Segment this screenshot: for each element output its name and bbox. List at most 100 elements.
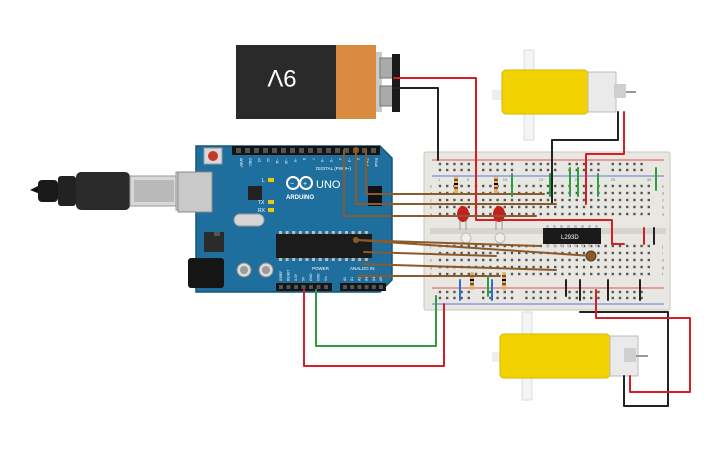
header-pin[interactable]	[308, 148, 313, 153]
header-pin[interactable]	[299, 148, 304, 153]
wire-brown	[365, 149, 545, 195]
breadboard-row-letter: h	[662, 258, 664, 263]
push-button[interactable]	[460, 232, 472, 244]
wire-red	[595, 289, 691, 393]
header-pin[interactable]	[316, 285, 321, 289]
power-pin-label: RESET	[287, 270, 291, 281]
breadboard-column-number: 1	[438, 177, 441, 182]
breadboard-row-letter: e	[430, 184, 433, 189]
digital-header-label: DIGITAL (PWM~)	[316, 166, 351, 171]
analog-pin-label: A1	[350, 277, 354, 281]
header-pin[interactable]	[362, 148, 367, 153]
header-pin[interactable]	[245, 148, 250, 153]
led-label-rx: RX	[258, 208, 266, 214]
power-pin-label: 3.3V	[294, 273, 298, 281]
svg-text:+: +	[303, 181, 307, 188]
header-pin[interactable]	[326, 148, 331, 153]
header-pin[interactable]	[290, 148, 295, 153]
power-pin-label: GND	[317, 273, 321, 281]
breadboard-row-letter: j	[661, 244, 663, 249]
header-pin[interactable]	[343, 285, 347, 289]
header-pin[interactable]	[317, 148, 322, 153]
breadboard-row-letter: a	[430, 212, 433, 217]
header-pin[interactable]	[254, 148, 259, 153]
wire-green	[315, 289, 437, 347]
breadboard-row-letter: i	[430, 251, 431, 256]
digital-pin-label: ~6	[320, 158, 324, 162]
analog-pin-label: A2	[357, 277, 361, 281]
header-pin[interactable]	[324, 285, 328, 289]
digital-pin-label: ~5	[329, 158, 333, 162]
wire-red	[475, 151, 613, 245]
analog-pin-label: A5	[379, 277, 383, 281]
header-pin[interactable]	[279, 285, 283, 289]
header-pin[interactable]	[350, 285, 355, 289]
push-button[interactable]	[494, 232, 506, 244]
digital-pin-label: ~10	[284, 158, 288, 164]
header-pin[interactable]	[344, 148, 349, 153]
digital-pin-label: 7	[311, 158, 315, 160]
header-pin[interactable]	[236, 148, 241, 153]
wire-red	[393, 77, 477, 153]
header-pin[interactable]	[357, 285, 362, 289]
header-pin[interactable]	[286, 285, 291, 289]
breadboard-column-number: 5	[467, 177, 470, 182]
header-pin[interactable]	[371, 148, 376, 153]
breadboard-row-letter: c	[662, 198, 664, 203]
breadboard-row-letter: d	[662, 191, 664, 196]
header-pin[interactable]	[263, 148, 268, 153]
resistor	[494, 176, 498, 194]
header-pin[interactable]	[309, 285, 313, 289]
breadboard-column-number: 25	[611, 177, 616, 182]
power-pin-label: IOREF	[279, 271, 283, 281]
wire-brown	[363, 251, 497, 257]
header-pin[interactable]	[371, 285, 376, 289]
header-pin[interactable]	[379, 285, 383, 289]
wire-black	[579, 311, 669, 407]
breadboard-column-number: 10	[503, 177, 508, 182]
analog-header-label: ANALOG IN	[350, 266, 375, 271]
digital-pin-label: 2	[356, 158, 360, 160]
digital-pin-label: 8	[302, 158, 306, 160]
power-pin-label: 5V	[302, 276, 306, 281]
wire-brown	[355, 149, 557, 205]
digital-pin-label: RX◂0	[374, 158, 378, 167]
analog-header	[340, 283, 386, 291]
digital-pin-label: 13	[257, 158, 261, 162]
digital-pin-label: 4	[338, 158, 342, 160]
wire-red	[585, 111, 625, 205]
resistor	[454, 176, 458, 194]
analog-pin-label: A3	[365, 277, 369, 281]
digital-pin-label: GND	[248, 158, 252, 166]
digital-pin-label: ~11	[275, 158, 279, 164]
analog-pin-label: A0	[343, 277, 347, 281]
header-pin[interactable]	[294, 285, 298, 289]
breadboard-row-letter: b	[662, 205, 665, 210]
breadboard-column-number: 15	[539, 177, 544, 182]
breadboard-row-letter: a	[662, 212, 665, 217]
dc-motor-bottom	[492, 311, 648, 401]
led-label-l: L	[262, 178, 265, 184]
9v-battery: 9V	[236, 45, 400, 119]
breadboard-row-letter: g	[662, 265, 664, 270]
wire-black	[551, 111, 619, 205]
breadboard-row-letter: b	[430, 205, 433, 210]
wire-red	[303, 289, 445, 367]
wire-joint	[353, 237, 359, 243]
breadboard-row-letter: e	[662, 184, 665, 189]
wire-brown	[343, 149, 537, 217]
digital-pin-label: ~9	[293, 158, 297, 162]
header-pin[interactable]	[301, 285, 306, 289]
header-pin[interactable]	[281, 148, 286, 153]
breadboard-column-number: 30	[647, 177, 652, 182]
header-pin[interactable]	[364, 285, 369, 289]
resistor	[502, 272, 506, 290]
power-header-label: POWER	[312, 266, 330, 271]
digital-pin-label: 12	[266, 158, 270, 162]
header-pin[interactable]	[272, 148, 277, 153]
wire-brown	[355, 239, 593, 257]
digital-header	[232, 146, 380, 155]
header-pin[interactable]	[335, 148, 340, 153]
l293d-label: L293D	[561, 235, 579, 241]
